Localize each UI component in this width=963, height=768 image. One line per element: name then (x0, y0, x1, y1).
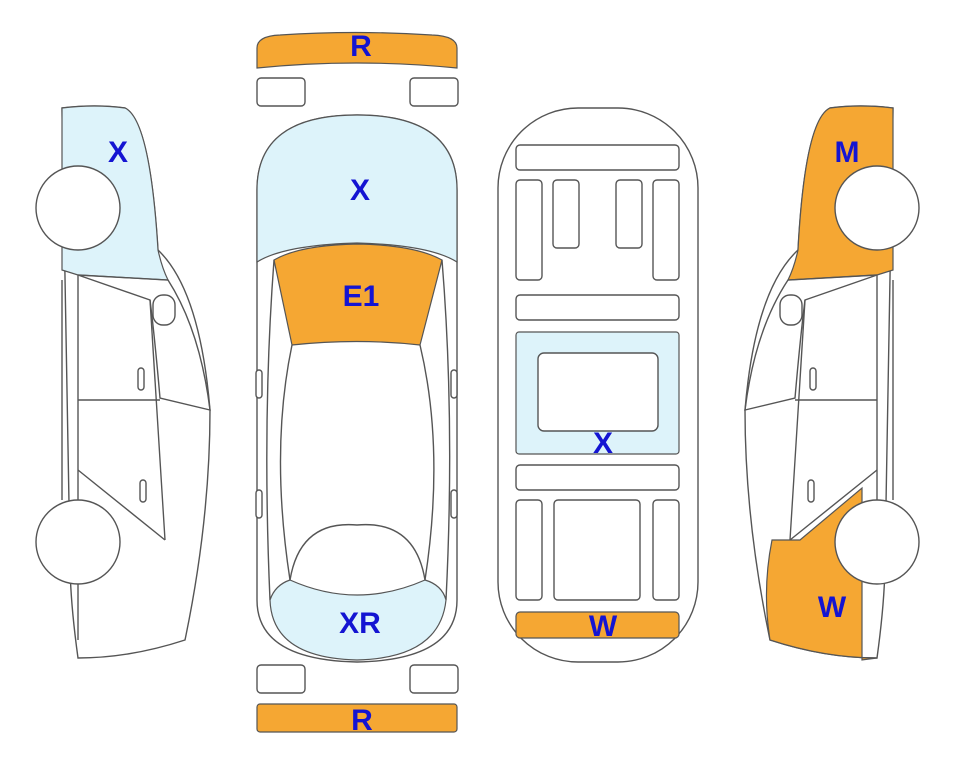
top-right-handle (450, 489, 458, 519)
top-left-mirror (255, 369, 263, 399)
top-cabin-right (419, 344, 435, 581)
top-right-mirror (450, 369, 458, 399)
left-side-mirror (152, 294, 176, 326)
underbody-rear-left-rail (515, 499, 543, 601)
underbody-cross-member-rear (515, 464, 680, 491)
top-cabin-left (279, 344, 293, 581)
right-front-label: M (835, 136, 860, 169)
underbody-rear-panel (515, 611, 680, 639)
left-front-label: X (108, 136, 128, 169)
underbody-rear-right-rail (652, 499, 680, 601)
top-rear-bumper (256, 703, 458, 733)
top-a-pillar-right (441, 259, 451, 601)
top-front-bumper-label: R (350, 30, 372, 63)
top-front-left-light (256, 77, 306, 107)
right-front-wheel (834, 165, 920, 251)
left-side-handle-front (137, 367, 145, 391)
underbody-front-inner-right (615, 179, 643, 249)
underbody-center-inner (537, 352, 659, 432)
right-rear-wheel (834, 499, 920, 585)
underbody-view: X W (497, 107, 699, 663)
underbody-cross-member-front (515, 294, 680, 321)
top-rear-window (269, 579, 447, 661)
top-front-right-light (409, 77, 459, 107)
top-windshield-label: E1 (343, 280, 380, 313)
right-side-door-line-3 (789, 299, 806, 541)
left-side-view: X (35, 105, 211, 659)
top-rear-glass-top (289, 523, 426, 581)
underbody-rear-center (553, 499, 641, 601)
left-side-door-line-3 (149, 299, 166, 541)
right-side-view: M W (744, 105, 920, 661)
right-side-mirror (779, 294, 803, 326)
top-view: R X E1 XR R (255, 30, 459, 737)
top-hood (256, 114, 458, 264)
right-side-handle-rear (807, 479, 815, 503)
left-side-windows (77, 274, 211, 411)
left-side-door-line-2 (77, 469, 166, 541)
top-left-handle (255, 489, 263, 519)
right-side-door-line-2 (789, 469, 878, 541)
underbody-front-bar (515, 144, 680, 171)
right-side-handle-front (809, 367, 817, 391)
top-rear-bumper-label: R (351, 704, 373, 737)
right-side-windows (744, 274, 878, 411)
underbody-front-right-rail (652, 179, 680, 281)
left-front-wheel (35, 165, 121, 251)
right-rear-label: W (818, 591, 847, 624)
top-hood-label: X (350, 174, 370, 207)
underbody-rear-label: W (589, 610, 618, 643)
top-a-pillar-left (266, 259, 275, 601)
left-rear-wheel (35, 499, 121, 585)
left-side-handle-rear (139, 479, 147, 503)
underbody-front-left-rail (515, 179, 543, 281)
top-rear-left-light (256, 664, 306, 694)
top-windshield (273, 243, 443, 346)
underbody-center-label: X (593, 427, 613, 460)
top-front-bumper (256, 31, 458, 69)
top-rear-right-light (409, 664, 459, 694)
underbody-front-inner-left (552, 179, 580, 249)
top-rear-window-label: XR (339, 607, 381, 640)
